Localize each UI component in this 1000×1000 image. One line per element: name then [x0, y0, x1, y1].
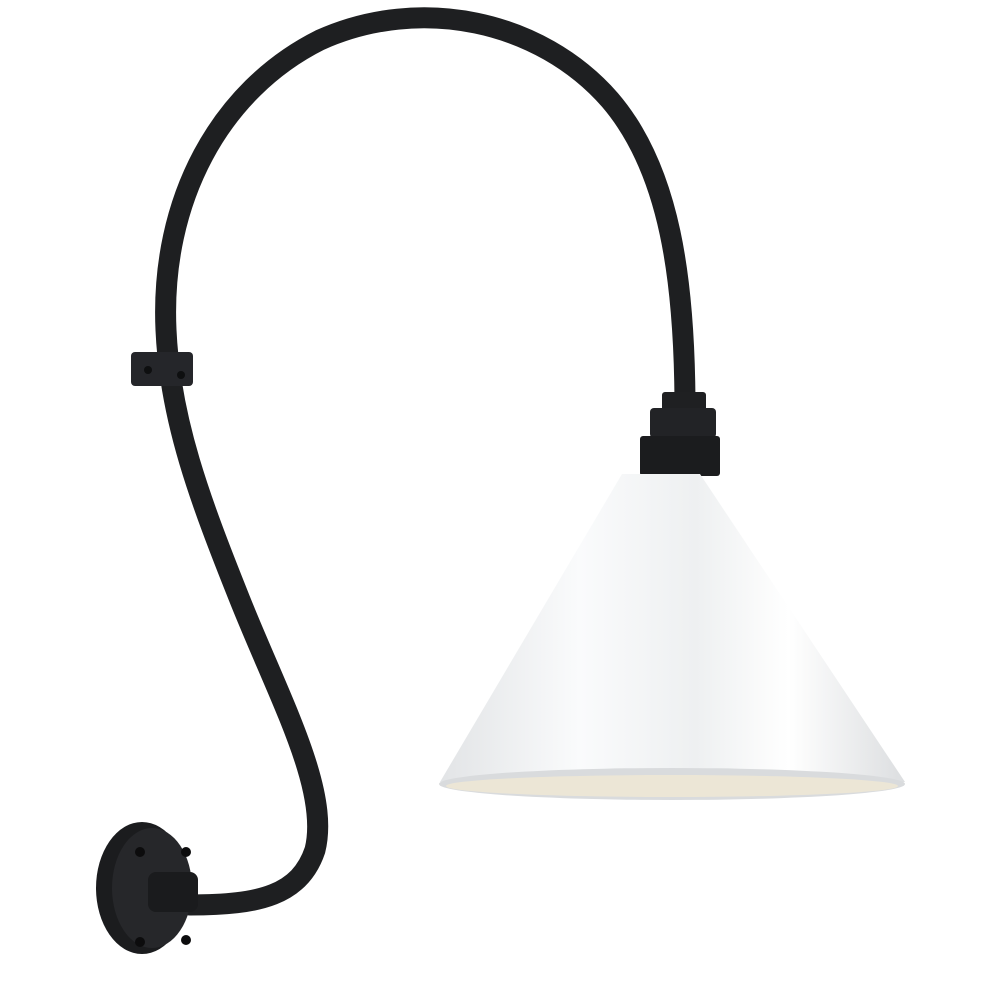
- shade-collar: [640, 392, 720, 476]
- wall-backplate: [96, 822, 198, 954]
- arm-clip: [131, 352, 193, 386]
- gooseneck-arm: [155, 7, 696, 916]
- cone-shade: [439, 474, 905, 800]
